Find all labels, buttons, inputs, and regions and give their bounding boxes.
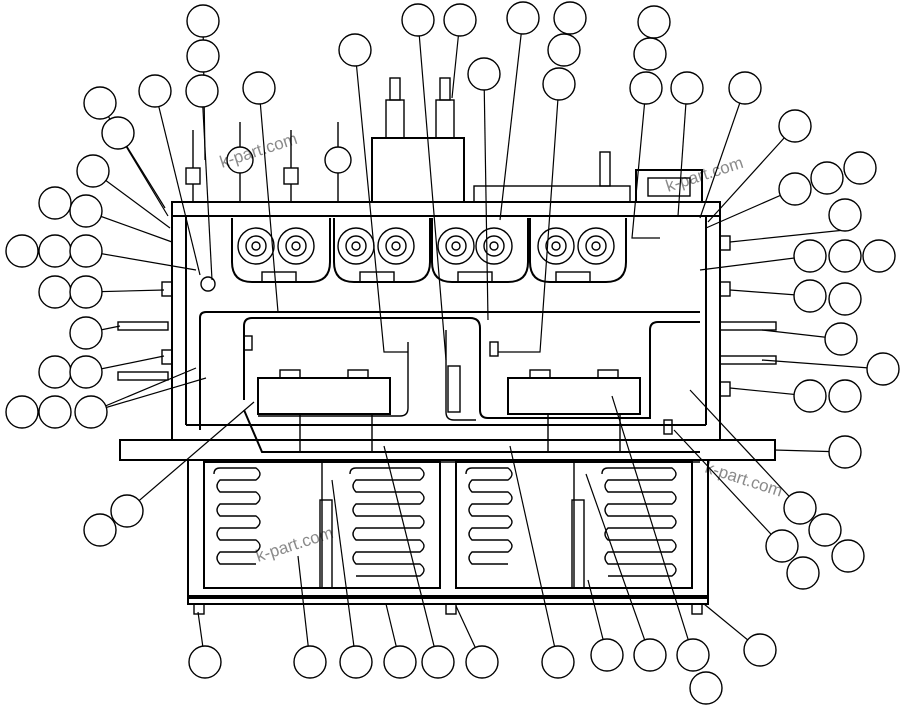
callout-circle-5 [242,71,276,105]
callout-circle-65 [633,638,667,672]
callout-circle-68 [743,633,777,667]
callout-circle-39 [83,86,117,120]
callout-circle-56 [83,513,117,547]
callout-circle-18 [728,71,762,105]
callout-circle-15 [633,37,667,71]
callout-circle-26 [793,239,827,273]
callout-circle-30 [866,352,900,386]
callout-circle-33 [828,435,862,469]
callout-circle-23 [828,198,862,232]
callout-circle-63 [541,645,575,679]
callout-circle-41 [76,154,110,188]
callout-circle-28 [828,282,862,316]
callout-circle-42 [38,186,72,220]
callout-circle-57 [188,645,222,679]
bus-bars [117,235,777,463]
left-module [257,377,391,415]
callout-circle-59 [339,645,373,679]
callout-circle-58 [293,645,327,679]
callout-circle-32 [828,379,862,413]
callout-circle-4 [138,74,172,108]
callout-circle-1 [186,4,220,38]
callout-circle-50 [38,355,72,389]
callout-circle-3 [185,74,219,108]
watermark-2: k-part.com [663,153,745,196]
callout-circle-48 [69,275,103,309]
callout-circle-51 [69,355,103,389]
callout-circle-45 [38,234,72,268]
callout-circle-54 [74,395,108,429]
callout-circle-62 [465,645,499,679]
callout-circle-61 [421,645,455,679]
callout-circle-2 [186,39,220,73]
callout-circle-47 [38,275,72,309]
callout-circle-20 [843,151,877,185]
callout-circle-38 [786,556,820,590]
lower-tank [187,460,709,599]
callout-circle-14 [637,5,671,39]
connector-row [231,218,627,283]
coil-pack [193,461,703,615]
callout-circle-9 [467,57,501,91]
callout-circle-31 [793,379,827,413]
callout-circle-34 [783,491,817,525]
right-top-box [635,169,703,203]
callout-circle-37 [765,529,799,563]
callout-circle-17 [670,71,704,105]
top-plate [171,201,721,217]
junction-box [371,137,465,203]
callout-circle-11 [553,1,587,35]
callout-group [5,1,900,705]
callout-circle-24 [828,239,862,273]
callout-circle-27 [793,279,827,313]
callout-circle-12 [547,33,581,67]
callout-circle-10 [506,1,540,35]
watermark-group: k-part.com k-part.com k-part.com k-part.… [217,129,785,566]
base-flange [119,439,776,461]
callout-circle-44 [5,234,39,268]
callout-circle-22 [778,172,812,206]
callout-circle-40 [101,116,135,150]
callout-circle-19 [778,109,812,143]
callout-circle-52 [5,395,39,429]
callout-circle-49 [69,316,103,350]
callout-circle-29 [824,322,858,356]
right-module [507,377,641,415]
callout-circle-8 [443,3,477,37]
callout-circle-53 [38,395,72,429]
callout-circle-46 [69,234,103,268]
callout-circle-64 [590,638,624,672]
callout-circle-16 [629,71,663,105]
callout-circle-35 [808,513,842,547]
watermark-1: k-part.com [217,129,299,172]
callout-circle-36 [831,539,865,573]
callout-circle-66 [676,638,710,672]
callout-circle-6 [338,33,372,67]
callout-circle-67 [689,671,723,705]
leader-lines [85,17,884,663]
callout-circle-25 [862,239,896,273]
callout-circle-60 [383,645,417,679]
callout-circle-7 [401,3,435,37]
callout-circle-43 [69,194,103,228]
callout-circle-13 [542,67,576,101]
callout-circle-21 [810,161,844,195]
callout-circle-55 [110,494,144,528]
watermark-3: k-part.com [253,523,335,566]
